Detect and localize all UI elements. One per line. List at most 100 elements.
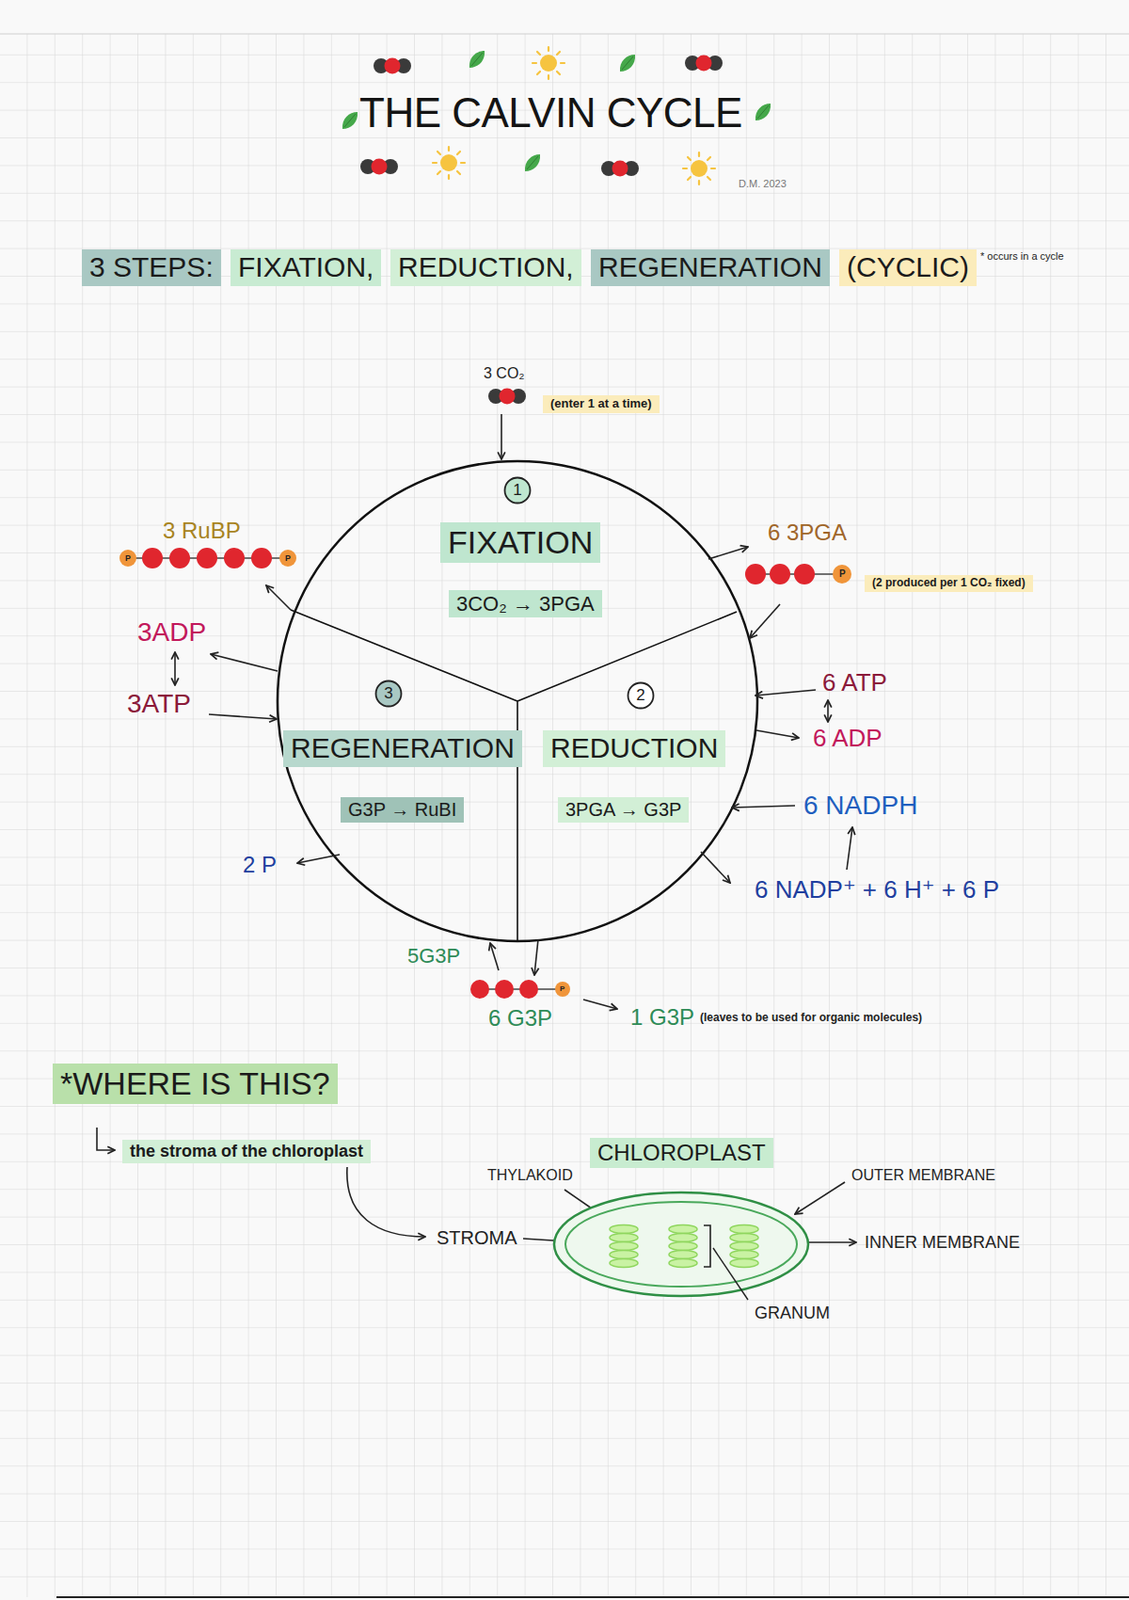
note-highlight: (2 produced per 1 CO₂ fixed) bbox=[864, 574, 1034, 592]
title-decoration bbox=[360, 159, 398, 175]
grid-paper bbox=[0, 33, 1129, 35]
step-number: 2 bbox=[626, 681, 655, 710]
flow-arrow bbox=[297, 854, 340, 863]
g3p-molecule bbox=[470, 979, 490, 999]
thylakoid-stack bbox=[730, 1250, 759, 1259]
rubp-molecule bbox=[196, 547, 218, 569]
node-text: REDUCTION bbox=[550, 731, 718, 765]
step-circle bbox=[376, 681, 402, 707]
node-text: *WHERE IS THIS? bbox=[60, 1065, 331, 1102]
node-text: 2 bbox=[636, 685, 645, 705]
node-text: 3 STEPS: bbox=[89, 251, 214, 285]
node-text: (enter 1 at a time) bbox=[550, 397, 652, 412]
thylakoid-stack bbox=[668, 1258, 698, 1268]
grid-paper bbox=[0, 33, 1129, 1597]
thylakoid-stack bbox=[668, 1250, 698, 1259]
rubp-molecule bbox=[223, 547, 245, 569]
node-text: REGENERATION bbox=[598, 251, 823, 285]
note-highlight: (enter 1 at a time) bbox=[542, 395, 660, 414]
thylakoid-stack bbox=[609, 1258, 638, 1268]
chloroplast-drawing bbox=[713, 1247, 748, 1300]
thylakoid-stack bbox=[730, 1241, 759, 1251]
flow-arrow bbox=[174, 651, 176, 685]
molecule-label: 3ADP bbox=[137, 617, 207, 648]
step-band: REGENERATION bbox=[590, 249, 830, 287]
molecule-label: 2 P bbox=[242, 851, 277, 878]
flow-arrow bbox=[490, 942, 499, 970]
node-text: (2 produced per 1 CO₂ fixed) bbox=[872, 576, 1026, 590]
rubp-molecule bbox=[279, 549, 297, 567]
phase-title: REDUCTION bbox=[542, 730, 726, 767]
title-decoration bbox=[432, 146, 465, 179]
molecule-label: 5G3P bbox=[407, 943, 461, 968]
molecule-label: 1 G3P bbox=[630, 1003, 695, 1031]
title-decoration bbox=[524, 154, 541, 172]
pga-molecule bbox=[832, 564, 852, 584]
part-label: GRANUM bbox=[754, 1303, 830, 1323]
step-circle bbox=[505, 477, 531, 504]
node-text: FIXATION bbox=[447, 524, 593, 561]
flow-arrow bbox=[731, 805, 796, 808]
question-band: *WHERE IS THIS? bbox=[52, 1063, 338, 1104]
thylakoid-stack bbox=[609, 1250, 638, 1259]
phosphate-mark: P bbox=[839, 568, 846, 580]
rubp-molecule bbox=[142, 547, 163, 569]
flow-arrow bbox=[500, 413, 503, 460]
thylakoid-stack bbox=[730, 1224, 759, 1234]
chloroplast-drawing bbox=[565, 1201, 797, 1287]
step-number: 3 bbox=[374, 679, 403, 708]
flow-arrow bbox=[826, 699, 829, 722]
pga-molecule bbox=[745, 563, 766, 585]
footnote: * occurs in a cycle bbox=[980, 250, 1065, 263]
flow-arrow bbox=[96, 1127, 115, 1150]
node-text: the stroma of the chloroplast bbox=[129, 1141, 364, 1161]
rubp-molecule bbox=[251, 547, 272, 569]
thylakoid-stack bbox=[668, 1241, 698, 1251]
node-text: REDUCTION, bbox=[397, 251, 574, 285]
step-band: (CYCLIC) bbox=[839, 249, 977, 287]
node-text: CHLOROPLAST bbox=[597, 1139, 766, 1166]
phosphate-mark: P bbox=[125, 553, 131, 563]
step-band: REDUCTION, bbox=[390, 249, 582, 287]
title-decoration bbox=[684, 55, 723, 72]
phosphate-mark: P bbox=[559, 984, 565, 993]
molecule-label: 6 ATP bbox=[822, 668, 888, 698]
chloroplast-drawing bbox=[703, 1224, 711, 1267]
cycle-circle bbox=[290, 609, 737, 941]
thylakoid-stack bbox=[668, 1224, 698, 1234]
phase-title: FIXATION bbox=[440, 522, 601, 563]
pga-molecule bbox=[794, 563, 815, 585]
g3p-molecule bbox=[555, 981, 571, 997]
flow-arrow bbox=[96, 413, 857, 1242]
node-text: REGENERATION bbox=[290, 731, 515, 765]
thylakoid-stack bbox=[730, 1233, 759, 1242]
title-decoration bbox=[532, 47, 565, 80]
node-text: 3CO₂ → 3PGA bbox=[456, 591, 595, 616]
flow-arrow bbox=[795, 1181, 845, 1214]
phase-equation: G3P → RuBI bbox=[340, 796, 464, 823]
title-decoration bbox=[469, 50, 485, 68]
diagram-title: THE CALVIN CYCLE bbox=[359, 89, 743, 137]
grid-paper bbox=[56, 1595, 1129, 1598]
node-text: 3 bbox=[383, 683, 393, 703]
g3p-molecule bbox=[519, 979, 539, 999]
flow-arrow bbox=[755, 689, 816, 696]
molecule-drawing bbox=[119, 388, 852, 1000]
thylakoid-stack bbox=[730, 1258, 759, 1268]
flow-arrow bbox=[266, 585, 291, 610]
molecule-label: 6 3PGA bbox=[767, 519, 847, 546]
thylakoid-stack bbox=[609, 1233, 638, 1242]
phase-equation: 3CO₂ → 3PGA bbox=[448, 589, 603, 618]
author-mark: D.M. 2023 bbox=[738, 177, 787, 191]
rubp-molecule bbox=[119, 547, 297, 569]
molecule-label: 6 NADP⁺ + 6 H⁺ + 6 P bbox=[754, 875, 1000, 905]
rubp-molecule bbox=[119, 549, 137, 567]
flow-arrow bbox=[210, 653, 278, 671]
cycle-circle bbox=[277, 461, 758, 941]
molecule-label: 3 CO₂ bbox=[483, 365, 525, 382]
chloroplast-drawing bbox=[554, 1192, 809, 1296]
thylakoid-stack bbox=[609, 1224, 638, 1234]
g3p-molecule bbox=[494, 979, 514, 999]
